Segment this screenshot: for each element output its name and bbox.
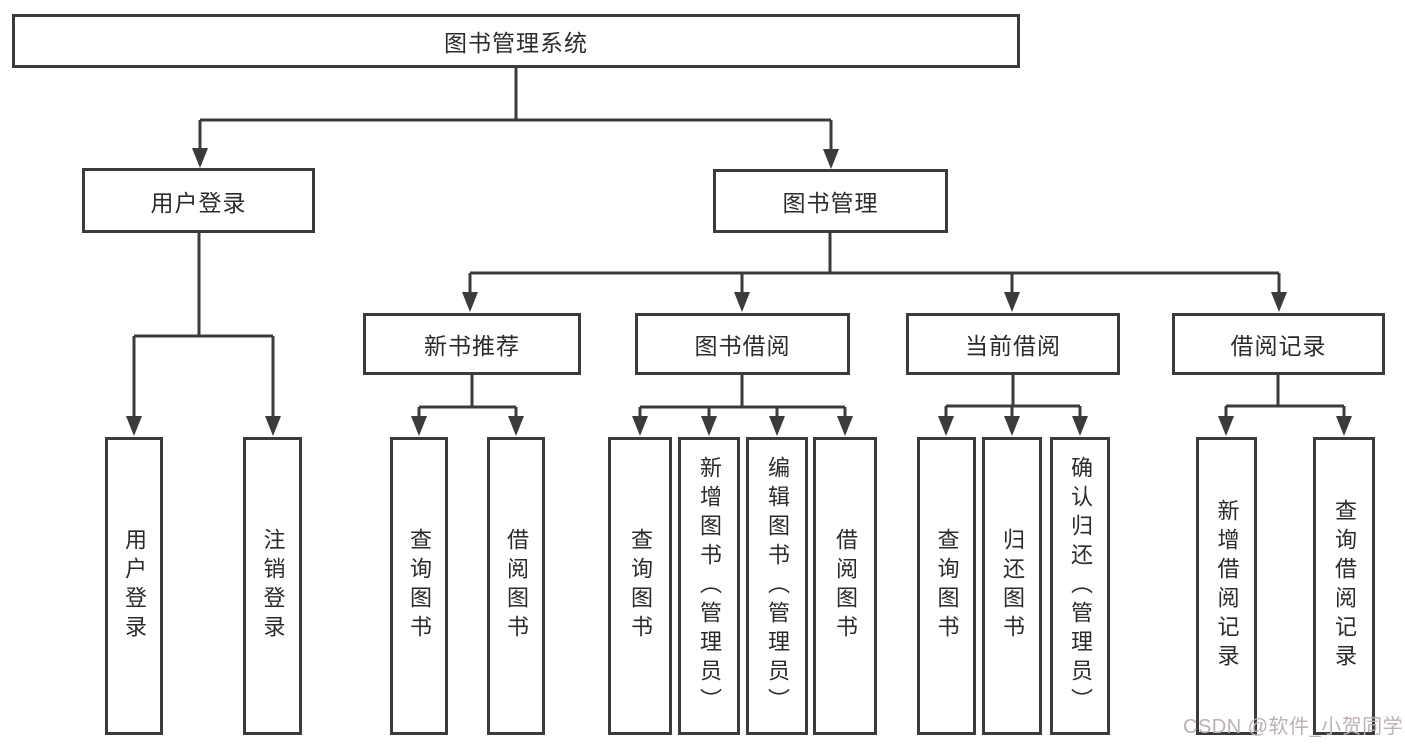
arrowhead-icon (1004, 292, 1020, 312)
leaf-query-books-2: 查询图书 (608, 437, 672, 735)
arrowhead-icon (265, 416, 281, 436)
arrowhead-icon (1218, 416, 1234, 436)
arrowhead-icon (508, 416, 524, 436)
arrowhead-icon (769, 416, 785, 436)
arrowhead-icon (462, 292, 478, 312)
arrowhead-icon (1004, 416, 1020, 436)
node-new-book-recommend: 新书推荐 (363, 313, 581, 375)
node-book-borrowing: 图书借阅 (635, 313, 850, 375)
leaf-label: 确认归还（管理员） (1068, 455, 1093, 717)
leaf-user-login: 用户登录 (105, 437, 163, 735)
arrowhead-icon (1336, 416, 1352, 436)
arrowhead-icon (823, 149, 839, 169)
arrowhead-icon (192, 148, 208, 168)
arrowhead-icon (1271, 292, 1287, 312)
leaf-query-books-3: 查询图书 (917, 437, 976, 735)
leaf-query-borrow-record: 查询借阅记录 (1313, 437, 1375, 735)
arrowheads (126, 148, 1352, 436)
leaf-label: 编辑图书（管理员） (765, 455, 790, 717)
connector-records (1224, 375, 1346, 418)
leaf-label: 借阅图书 (504, 528, 529, 644)
connector-root (198, 67, 833, 151)
leaf-label: 新增图书（管理员） (697, 455, 722, 717)
leaf-label: 查询图书 (934, 528, 960, 644)
node-label: 图书管理 (782, 190, 879, 216)
connector-book-mgmt (468, 233, 1281, 294)
csdn-watermark: CSDN @软件_小贺同学 (1183, 716, 1404, 738)
arrowhead-icon (632, 416, 648, 436)
leaf-query-books-1: 查询图书 (390, 437, 448, 735)
node-label: 用户登录 (150, 189, 247, 216)
connector-borrowing (638, 375, 847, 418)
connector-new-books (417, 375, 518, 418)
arrowhead-icon (734, 292, 750, 312)
leaf-add-books-admin: 新增图书（管理员） (678, 437, 740, 735)
leaf-logout: 注销登录 (243, 437, 302, 735)
leaf-label: 查询借阅记录 (1332, 499, 1357, 673)
leaf-label: 新增借阅记录 (1214, 499, 1240, 673)
arrowhead-icon (701, 416, 717, 436)
leaf-label: 归还图书 (1000, 528, 1025, 644)
leaf-borrow-books-1: 借阅图书 (487, 437, 545, 735)
node-label: 借阅记录 (1230, 333, 1327, 359)
node-book-management: 图书管理 (713, 169, 948, 233)
leaf-add-borrow-record: 新增借阅记录 (1196, 437, 1257, 735)
node-borrowing-records: 借阅记录 (1172, 313, 1385, 375)
arrowhead-icon (126, 416, 142, 436)
node-current-borrowing: 当前借阅 (906, 313, 1120, 375)
leaf-label: 注销登录 (260, 528, 286, 644)
arrowhead-icon (938, 416, 954, 436)
node-user-login: 用户登录 (82, 168, 315, 233)
node-root: 图书管理系统 (12, 14, 1020, 68)
node-label: 当前借阅 (965, 333, 1061, 359)
arrowhead-icon (837, 416, 853, 436)
connector-user-login (132, 233, 275, 418)
leaf-return-books: 归还图书 (982, 437, 1042, 735)
leaf-label: 查询图书 (628, 528, 653, 644)
arrowhead-icon (1072, 416, 1088, 436)
leaf-label: 用户登录 (122, 528, 147, 644)
connector-current (944, 375, 1082, 418)
node-label: 新书推荐 (424, 333, 520, 359)
node-label: 图书借阅 (694, 333, 791, 359)
leaf-borrow-books-2: 借阅图书 (813, 437, 877, 735)
arrowhead-icon (411, 416, 427, 436)
leaf-label: 借阅图书 (833, 528, 858, 644)
leaf-label: 查询图书 (407, 528, 432, 644)
node-root-label: 图书管理系统 (444, 30, 588, 56)
leaf-edit-books-admin: 编辑图书（管理员） (746, 437, 808, 735)
leaf-confirm-return-admin: 确认归还（管理员） (1050, 437, 1110, 735)
